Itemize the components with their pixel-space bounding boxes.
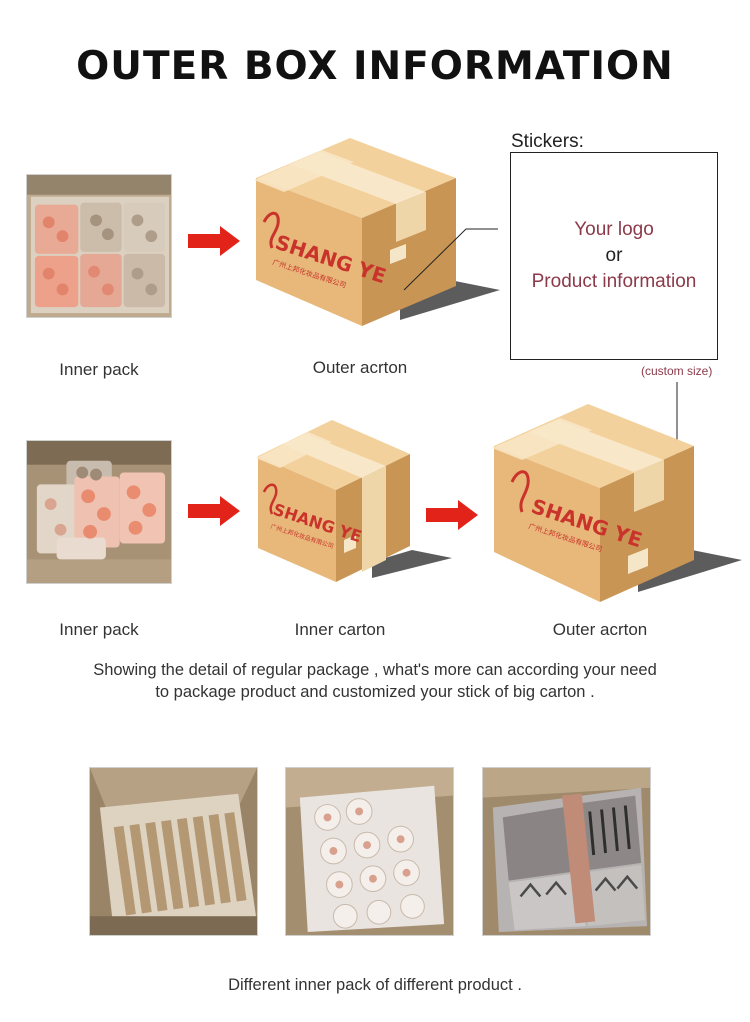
product-pack-photo-1 xyxy=(89,767,258,936)
sticker-product-info-text: Product information xyxy=(531,271,697,292)
description-line-1: Showing the detail of regular package , … xyxy=(93,661,657,679)
sticker-or-text: or xyxy=(605,245,623,266)
arrow-right-icon xyxy=(188,226,240,256)
arrow-right-icon xyxy=(188,496,240,526)
stickers-label: Stickers: xyxy=(511,131,584,152)
outer-carton-box-2: SHANG YE 广州上邦化妆品有限公司 xyxy=(488,396,748,610)
outer-carton-box-1: SHANG YE 广州上邦化妆品有限公司 xyxy=(250,130,510,340)
package-description: Showing the detail of regular package , … xyxy=(40,659,710,703)
caption-outer-carton-1: Outer acrton xyxy=(312,358,408,377)
footer-caption: Different inner pack of different produc… xyxy=(228,976,522,994)
sticker-logo-text: Your logo xyxy=(574,219,654,240)
inner-pack-photo-1 xyxy=(26,174,172,318)
arrow-right-icon xyxy=(426,500,478,530)
description-line-2: to package product and customized your s… xyxy=(155,683,595,701)
inner-pack-photo-2 xyxy=(26,440,172,584)
caption-inner-pack-2: Inner pack xyxy=(59,620,139,639)
product-pack-photo-2 xyxy=(285,767,454,936)
inner-carton-box: SHANG YE 广州上邦化妆品有限公司 xyxy=(252,410,462,610)
custom-size-note: (custom size) xyxy=(641,364,713,378)
sticker-preview-box: Your logo or Product information xyxy=(510,152,718,360)
caption-inner-carton: Inner carton xyxy=(294,620,386,639)
caption-inner-pack-1: Inner pack xyxy=(59,360,139,379)
caption-outer-carton-2: Outer acrton xyxy=(552,620,648,639)
page-title: OUTER BOX INFORMATION xyxy=(76,44,674,89)
product-pack-photo-3 xyxy=(482,767,651,936)
